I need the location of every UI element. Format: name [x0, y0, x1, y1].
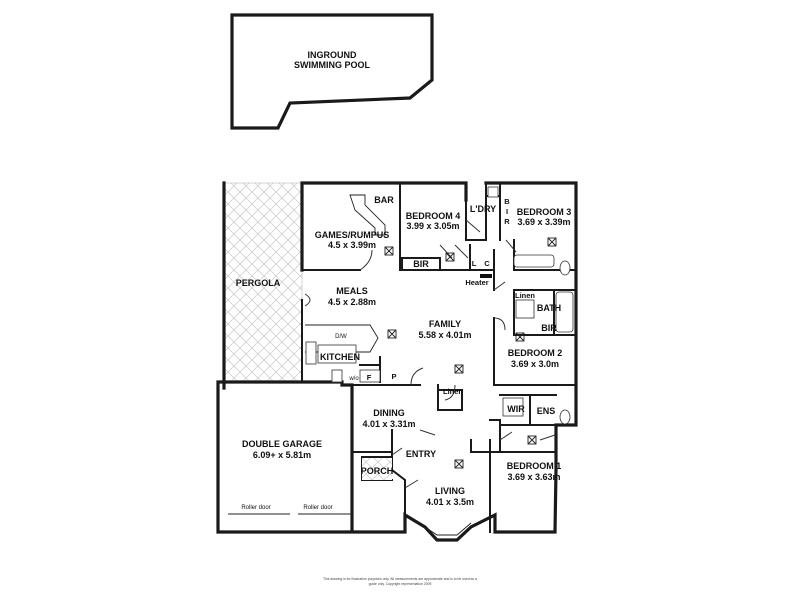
linen-l-label: L	[472, 259, 477, 268]
fridge-space	[359, 369, 381, 383]
roller-door-2: Roller door	[303, 505, 332, 511]
family-name: FAMILY	[429, 319, 461, 329]
bedroom3-name: BEDROOM 3	[517, 207, 572, 217]
pool-label-line1: INGROUND	[308, 50, 357, 60]
living-size: 4.01 x 3.5m	[426, 497, 474, 507]
linen-hall-label: Linen	[443, 387, 463, 396]
garage-name: DOUBLE GARAGE	[242, 439, 322, 449]
bedroom2-name: BEDROOM 2	[508, 348, 563, 358]
laundry-label: L'DRY	[470, 204, 496, 214]
garage-size: 6.09+ x 5.81m	[253, 450, 311, 460]
entry-label: ENTRY	[406, 449, 436, 459]
disclaimer-line2: guide only. Copyright representation 200…	[369, 582, 432, 586]
bedroom4-name: BEDROOM 4	[406, 211, 461, 221]
meals-size: 4.5 x 2.88m	[328, 297, 376, 307]
bedroom4-size: 3.99 x 3.05m	[406, 221, 459, 231]
fridge-label: F	[367, 373, 372, 382]
bedroom3-size: 3.69 x 3.39m	[517, 217, 570, 227]
porch-label: PORCH	[361, 466, 394, 476]
ens-label: ENS	[537, 406, 556, 416]
cupboard-c-label: C	[484, 259, 490, 268]
bir-bed4-label: BIR	[413, 259, 429, 269]
wir-label: WIR	[507, 404, 525, 414]
games-room-size: 4.5 x 3.99m	[328, 240, 376, 250]
bath-label: BATH	[537, 303, 561, 313]
laundry-trough	[487, 186, 499, 198]
ensuite-shower	[502, 397, 524, 417]
bedroom2-size: 3.69 x 3.0m	[511, 359, 559, 369]
bath-tub	[555, 291, 574, 333]
door-swings	[304, 219, 556, 489]
vanity	[513, 254, 555, 268]
disclaimer-line1: This drawing is for illustration purpose…	[323, 577, 477, 581]
kitchen-cooktop	[305, 341, 317, 365]
bir-bed2-label: BIR	[541, 323, 557, 333]
pool-label-line2: SWIMMING POOL	[294, 60, 370, 70]
bay-window	[424, 522, 472, 536]
bedroom1-size: 3.69 x 3.63m	[507, 472, 560, 482]
dining-name: DINING	[373, 408, 405, 418]
exterior-walls	[216, 181, 578, 542]
dw-label: D/W	[335, 334, 347, 340]
swimming-pool	[230, 13, 434, 130]
dining-size: 4.01 x 3.31m	[362, 419, 415, 429]
bar-counter	[349, 194, 386, 236]
heater-label: Heater	[465, 278, 488, 287]
bir-r: R	[504, 217, 510, 226]
wall-oven-label: w/o	[348, 376, 359, 382]
ensuite-toilet	[559, 409, 571, 425]
bir-i: I	[506, 207, 508, 216]
heater-unit	[480, 274, 492, 278]
porch-area	[362, 458, 392, 480]
kitchen-name: KITCHEN	[320, 352, 360, 362]
pergola-label: PERGOLA	[236, 278, 281, 288]
toilet	[559, 260, 571, 276]
family-size: 5.58 x 4.01m	[418, 330, 471, 340]
bedroom1-name: BEDROOM 1	[507, 461, 562, 471]
pantry-label: P	[391, 372, 396, 381]
shower	[515, 299, 535, 319]
ceiling-fans	[384, 237, 557, 469]
wall-oven	[331, 369, 343, 383]
games-room-name: GAMES/RUMPUS	[315, 230, 390, 240]
bir-b: B	[504, 197, 510, 206]
living-name: LIVING	[435, 486, 465, 496]
pergola-area	[223, 182, 303, 384]
meals-name: MEALS	[336, 286, 368, 296]
linen-bath-label: Linen	[515, 291, 535, 300]
roller-door-1: Roller door	[241, 505, 270, 511]
bar-label: BAR	[374, 195, 394, 205]
kitchen-island	[317, 344, 357, 364]
